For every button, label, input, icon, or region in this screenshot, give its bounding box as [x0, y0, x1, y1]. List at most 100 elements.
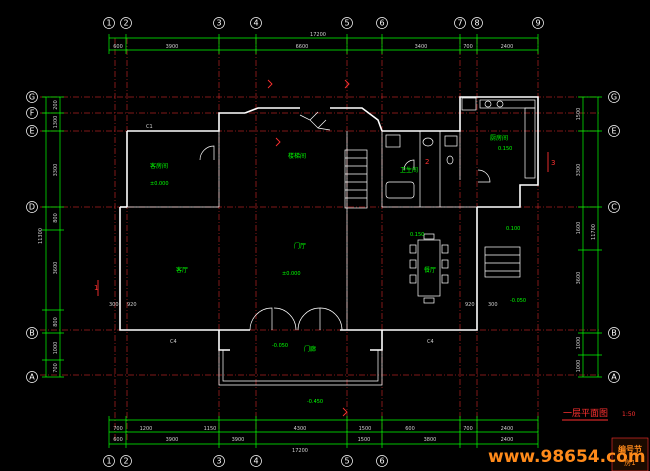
- dimension-text: 600: [113, 44, 123, 50]
- room-label-kitchen: 厨房间: [490, 134, 508, 142]
- window-dim: 300: [488, 302, 498, 308]
- axis-label: E: [29, 127, 34, 136]
- section-arrows: [97, 79, 549, 417]
- dimension-text: 1200: [140, 426, 153, 432]
- dimension-text: 3600: [53, 262, 59, 275]
- drawing-scale: 1:50: [622, 411, 636, 418]
- dimension-text: 6600: [296, 44, 309, 50]
- dimension-text: 700: [463, 44, 473, 50]
- dimension-text: 3400: [415, 44, 428, 50]
- dimension-text: 3900: [166, 437, 179, 443]
- axis-label: 3: [216, 19, 221, 28]
- axis-label: D: [29, 203, 35, 212]
- dimension-text: 1500: [576, 108, 582, 121]
- level-bedroom: ±0.000: [150, 181, 169, 187]
- dimension-text: 3300: [53, 164, 59, 177]
- dimension-text: 2400: [501, 426, 514, 432]
- right-axis-markers: G E C B A: [608, 91, 620, 383]
- dimension-text: 700: [113, 426, 123, 432]
- door-tag: C4: [427, 339, 434, 345]
- dimension-text: 3600: [576, 272, 582, 285]
- level-east-step: -0.050: [510, 298, 526, 304]
- building-walls: [119, 96, 539, 386]
- stamp-box: [611, 437, 649, 471]
- dimension-text: 1300: [53, 116, 59, 129]
- room-label-hall: 门厅: [294, 242, 306, 250]
- room-label-bath: 卫生间: [400, 166, 418, 174]
- dimension-text: 2400: [501, 44, 514, 50]
- axis-label: B: [29, 329, 35, 338]
- dimension-text: 4300: [294, 426, 307, 432]
- dimension-text: 3900: [166, 44, 179, 50]
- axis-label: E: [611, 127, 616, 136]
- axis-label: G: [29, 93, 35, 102]
- stamp-line: 编号节: [618, 444, 642, 454]
- dimension-text: 800: [53, 317, 59, 327]
- section-mark: 3: [551, 159, 555, 167]
- level-living: ±0.000: [282, 271, 301, 277]
- dimension-text: 1600: [576, 222, 582, 235]
- axis-label: 4: [253, 457, 258, 466]
- dimension-text: 11300: [38, 228, 44, 244]
- level-entry-step: -0.450: [307, 399, 323, 405]
- dimension-text: 600: [113, 437, 123, 443]
- room-label-living: 客厅: [176, 266, 188, 274]
- drawing-title: 一层平面图: [563, 408, 608, 419]
- axis-label: 5: [344, 457, 349, 466]
- section-mark: 2: [425, 158, 429, 166]
- top-dimensions: 17200 600 3900 6600 3400 700 2400: [108, 32, 539, 54]
- room-label-porch: 门廊: [304, 345, 316, 353]
- bottom-axis-markers: 1 2 3 4 5 6: [103, 455, 388, 467]
- stamp-line: 房1: [624, 458, 635, 467]
- room-label-stair-hall: 楼梯间: [288, 152, 306, 160]
- axis-label: 3: [216, 457, 221, 466]
- dimension-text: 3900: [232, 437, 245, 443]
- dimension-text: 800: [53, 213, 59, 223]
- dimension-text: 2400: [501, 437, 514, 443]
- dimension-text: 600: [405, 426, 415, 432]
- axis-label: 1: [106, 457, 111, 466]
- window-dim: 920: [127, 302, 137, 308]
- axis-label: G: [611, 93, 617, 102]
- axis-label: B: [611, 329, 617, 338]
- left-dimensions: 11300 200 1300 3300 800 3600 800 1000 70…: [38, 96, 64, 378]
- dimension-text: 1500: [359, 426, 372, 432]
- axis-label: A: [29, 373, 35, 382]
- room-label-dining: 餐厅: [424, 266, 436, 274]
- axis-label: 1: [106, 19, 111, 28]
- dimension-text: 11700: [591, 224, 597, 240]
- axis-label: 7: [457, 19, 462, 28]
- dimension-text: 1000: [576, 337, 582, 350]
- axis-label: F: [30, 109, 35, 118]
- axis-label: 5: [344, 19, 349, 28]
- axis-label: 2: [123, 457, 128, 466]
- watermark-text: www.98654.com: [488, 447, 646, 467]
- axis-label: 6: [379, 457, 384, 466]
- dimension-text: 700: [463, 426, 473, 432]
- axis-label: 4: [253, 19, 258, 28]
- staircase: [299, 111, 521, 278]
- dimension-text: 17200: [310, 32, 326, 38]
- section-mark: 1: [94, 284, 98, 292]
- axis-label: 2: [123, 19, 128, 28]
- dimension-text: 1000: [53, 342, 59, 355]
- axis-label: 8: [474, 19, 479, 28]
- dining-table: [409, 233, 449, 304]
- dimension-text: 17200: [292, 448, 308, 454]
- door-tag: C1: [146, 124, 153, 130]
- dimension-text: 1000: [576, 360, 582, 373]
- top-axis-markers: 1 2 3 4 5 6 7 8 9: [103, 17, 544, 29]
- level-dining: 0.150: [410, 232, 424, 238]
- axis-grid-lines: [40, 38, 600, 440]
- dimension-text: 700: [53, 363, 59, 373]
- axis-label: C: [611, 203, 617, 212]
- axis-label: 6: [379, 19, 384, 28]
- dimension-text: 3800: [424, 437, 437, 443]
- level-kitchen: 0.150: [498, 146, 512, 152]
- right-dimensions: 11700 1500 3300 1600 3600 1000 1000: [576, 96, 602, 378]
- door-swings: [199, 145, 491, 331]
- axis-label: 9: [535, 19, 540, 28]
- room-label-bedroom: 客房间: [150, 162, 168, 170]
- bottom-dimensions: 700 1200 1150 4300 1500 600 700 2400 600…: [108, 416, 539, 454]
